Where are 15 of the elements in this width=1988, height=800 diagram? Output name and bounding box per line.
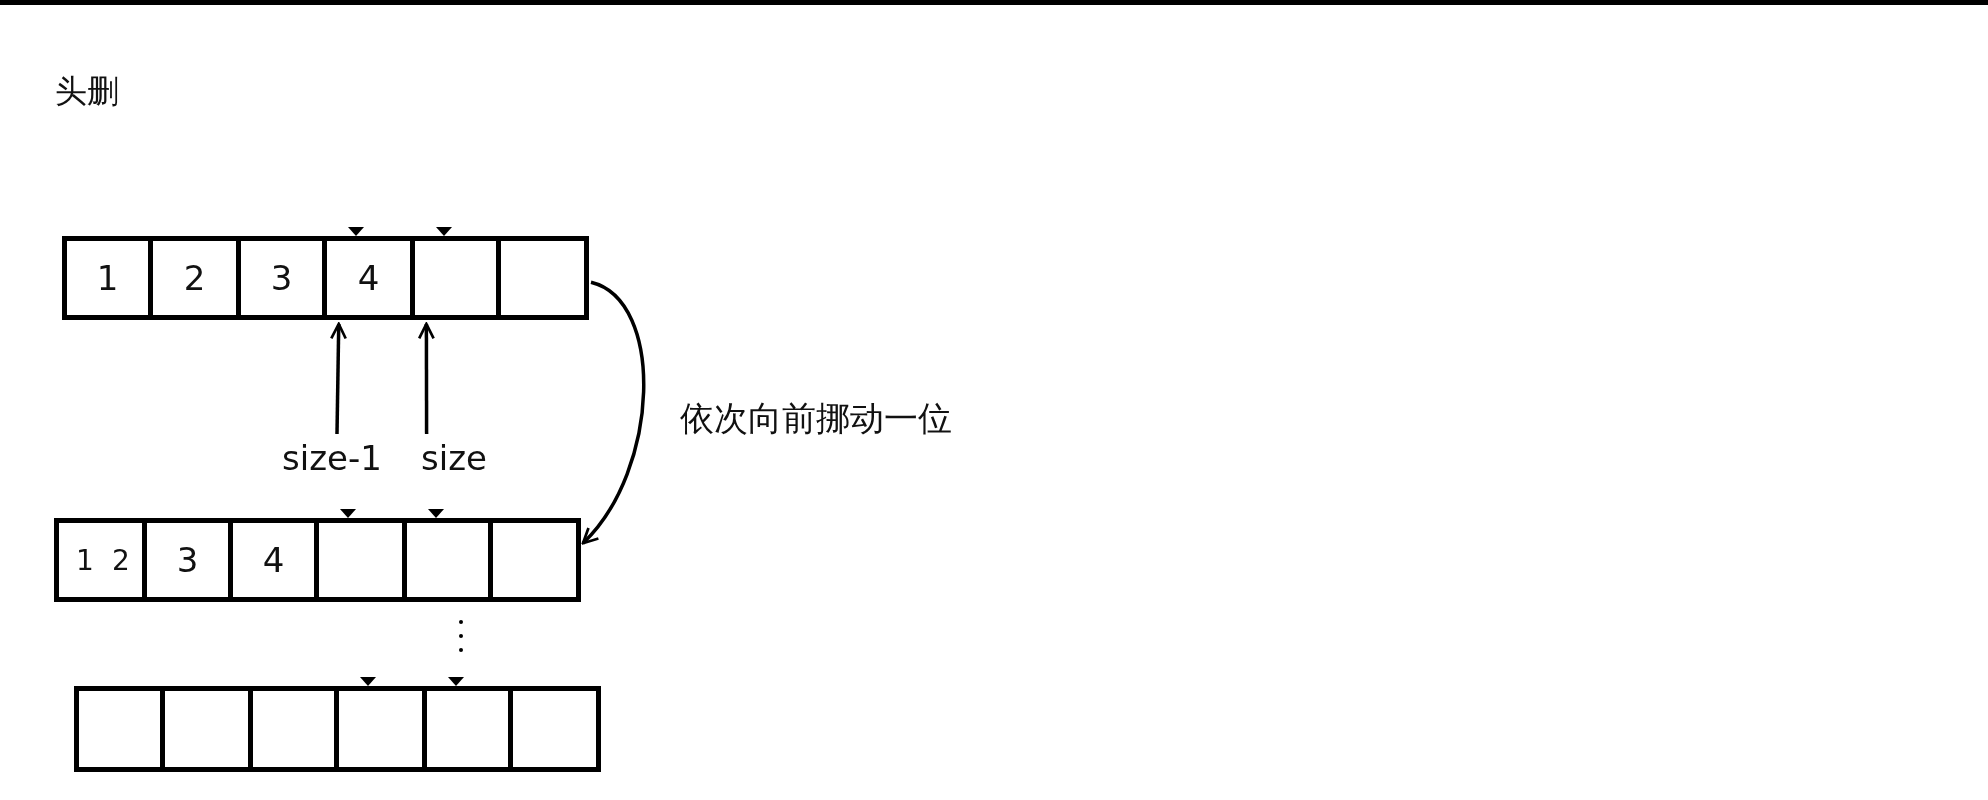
cell-value: 4 <box>356 258 381 298</box>
edge-label: 依次向前挪动一位 <box>680 397 952 440</box>
arrow <box>417 322 435 434</box>
cell-value: 4 <box>261 540 286 580</box>
cell-value: 1 <box>75 543 95 577</box>
arrow <box>581 280 646 545</box>
cell-value: 3 <box>269 258 294 298</box>
cell-value: 2 <box>182 258 207 298</box>
heading: 头删 <box>55 71 119 112</box>
pointer-label: size-1 <box>282 438 392 482</box>
cell-value: 3 <box>175 540 200 580</box>
cell-value: 1 <box>95 258 120 298</box>
cell-value: 2 <box>111 543 131 577</box>
pointer-label: size <box>421 438 491 482</box>
arrow <box>329 322 348 435</box>
